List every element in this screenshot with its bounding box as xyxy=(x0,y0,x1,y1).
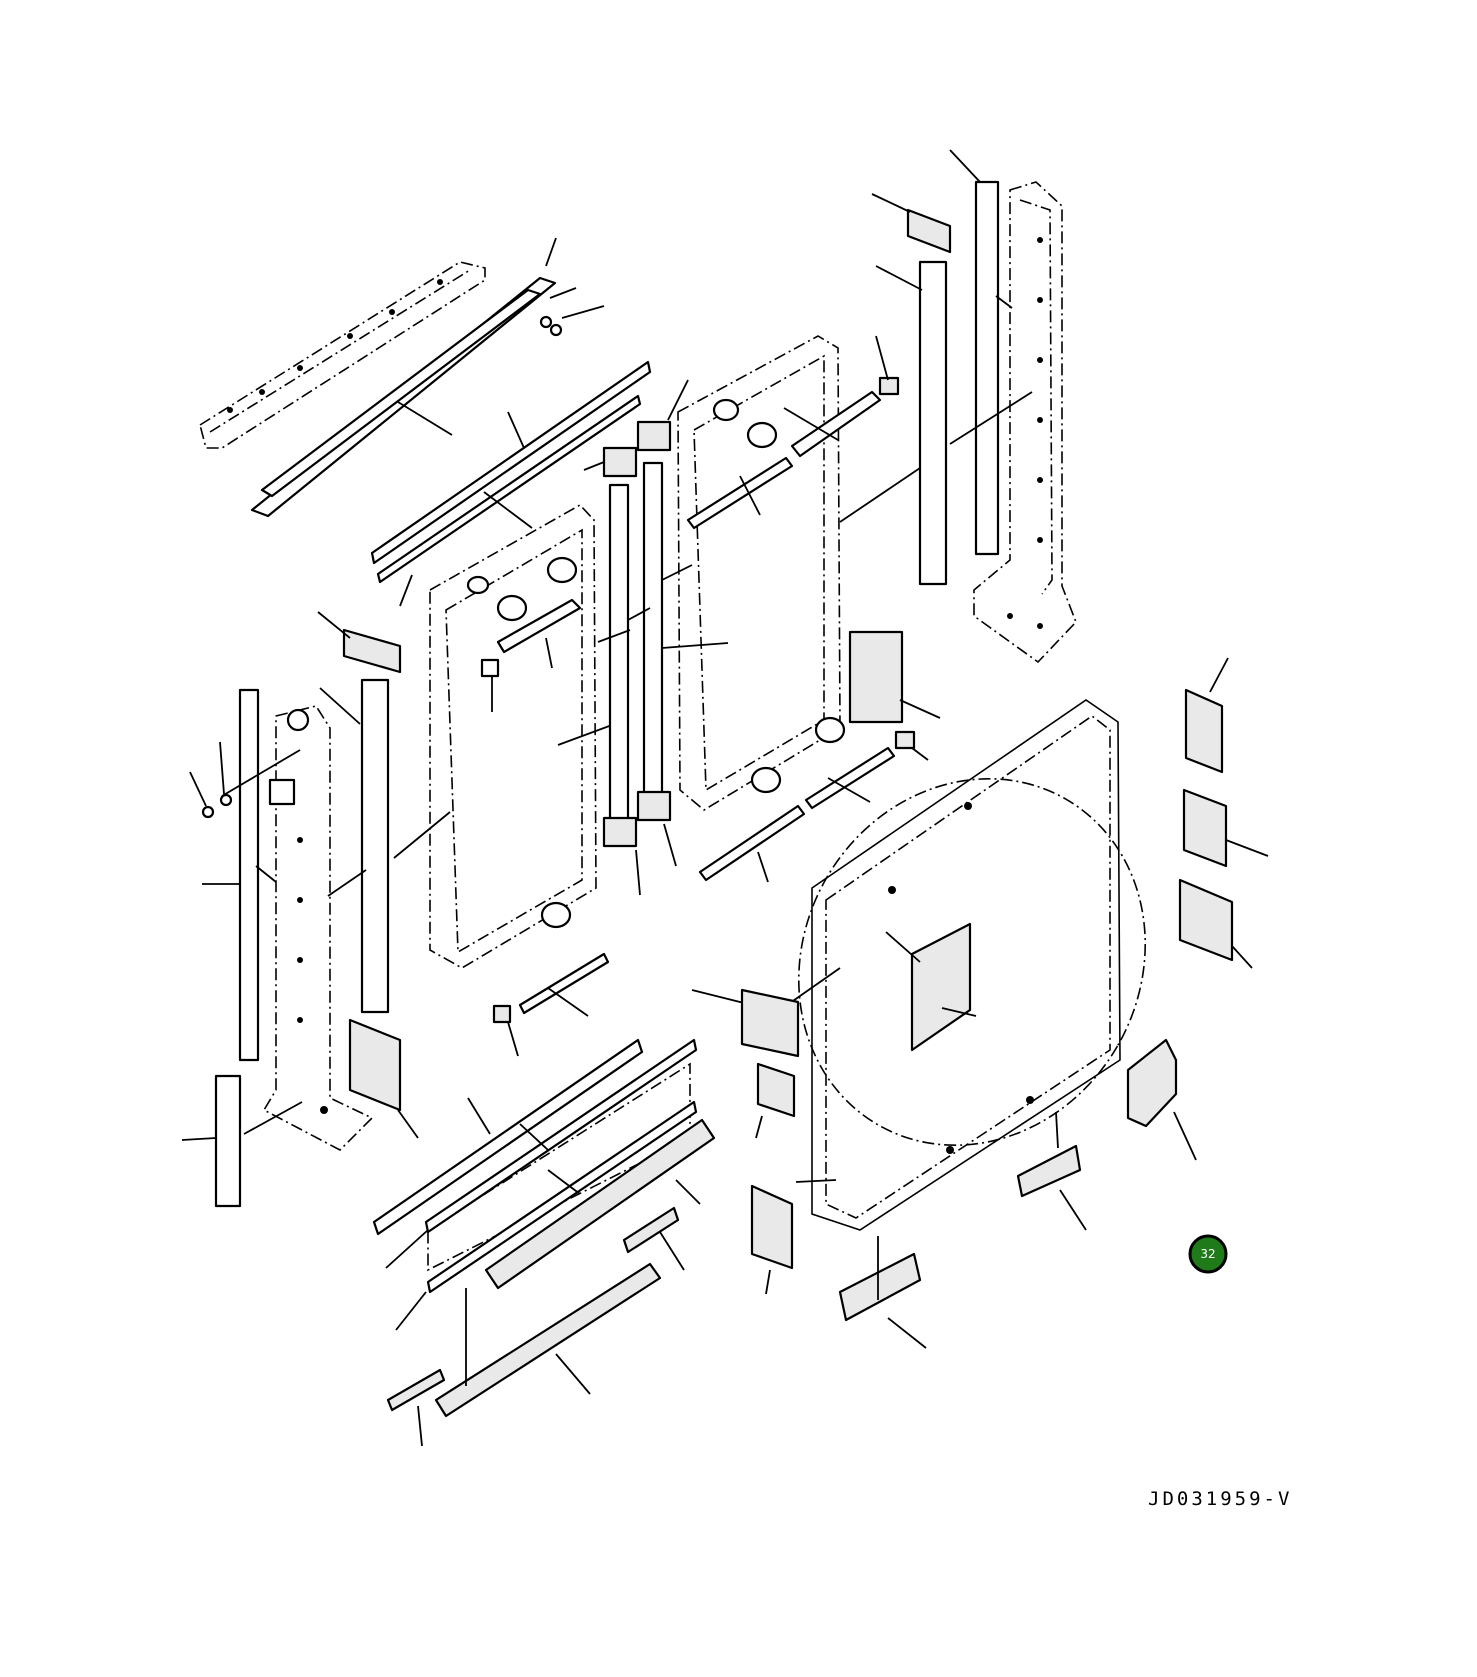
center-radiator-pipe-1 xyxy=(466,575,490,595)
washer-a xyxy=(539,315,553,329)
center-block-bottom-2 xyxy=(636,790,672,822)
bolt-b xyxy=(201,805,215,819)
bottom-strip-1 xyxy=(372,1038,644,1236)
bottom-seal-strips xyxy=(372,1038,716,1447)
right-block-mid xyxy=(848,630,904,724)
pad-l1 xyxy=(740,988,800,1058)
bottom-strip-2 xyxy=(424,1038,698,1234)
tr-bracket-frame xyxy=(973,181,1077,664)
left-post xyxy=(214,1074,242,1208)
upper-seal-strip-1 xyxy=(370,360,652,565)
center-bottom-pad xyxy=(492,1004,512,1024)
callout-32[interactable]: 32 xyxy=(1188,1234,1228,1274)
washer-b xyxy=(219,793,233,807)
bottom-strip-3 xyxy=(426,1100,698,1294)
center-bottom-parts xyxy=(492,952,610,1057)
right-radiator-frame xyxy=(677,335,841,811)
center-radiator-pipe-3 xyxy=(546,556,578,584)
pad-b2 xyxy=(838,1252,922,1322)
top-bracket-assembly xyxy=(199,237,605,518)
right-guide-2 xyxy=(686,456,794,530)
fan-shroud xyxy=(691,699,1147,1231)
bottom-block-small xyxy=(386,1368,446,1412)
fan-center-wedge xyxy=(910,922,972,1052)
right-radiator-pipe-2 xyxy=(746,421,778,449)
pad-l3 xyxy=(750,1184,794,1270)
center-bottom-strip xyxy=(518,952,610,1015)
right-radiator-pipe-4 xyxy=(750,766,782,794)
right-radiator-pipe-1 xyxy=(712,398,740,422)
center-radiator xyxy=(429,503,613,969)
bottom-block-3 xyxy=(434,1262,662,1418)
pad-r3 xyxy=(1178,878,1234,962)
tr-block xyxy=(906,208,952,254)
center-bar-1 xyxy=(608,483,630,821)
left-tab xyxy=(268,778,296,806)
center-pad-small xyxy=(480,658,500,678)
top-right-bracket xyxy=(973,181,1077,664)
left-bar-1 xyxy=(238,688,260,1062)
right-guide-1 xyxy=(790,390,882,458)
pad-r4 xyxy=(1126,1038,1178,1128)
left-assembly xyxy=(181,611,451,1208)
pad-l2 xyxy=(756,1062,796,1118)
center-radiator-pipe-2 xyxy=(496,594,528,622)
top-bracket-frame-inner xyxy=(209,269,471,433)
right-radiator-pipe-3 xyxy=(814,716,846,744)
callout-label: 32 xyxy=(1200,1247,1215,1261)
right-pad-small-2 xyxy=(894,730,916,750)
center-tall-bars xyxy=(583,379,729,896)
right-guide-4 xyxy=(698,804,806,882)
pad-r1 xyxy=(1184,688,1224,774)
center-radiator-frame xyxy=(429,503,597,969)
top-seal-strip-inner xyxy=(260,288,542,498)
fan-shroud-outline xyxy=(811,699,1121,1231)
left-block-top xyxy=(342,628,402,674)
figure-code: JD031959-V xyxy=(1148,1488,1293,1510)
center-block-top-2 xyxy=(636,420,672,452)
center-block-bottom-1 xyxy=(602,816,638,848)
right-guide-3 xyxy=(804,746,896,810)
pad-r2 xyxy=(1182,788,1228,868)
fan-shroud-inner xyxy=(825,715,1111,1219)
upper-seal-strip-2 xyxy=(376,394,642,584)
right-pad-small-1 xyxy=(878,376,900,396)
callout-circle[interactable] xyxy=(1188,1234,1228,1274)
tr-bar-1 xyxy=(918,260,948,586)
center-guide xyxy=(496,598,582,654)
tr-bar-2 xyxy=(974,180,1000,556)
bottom-block-1 xyxy=(484,1118,716,1290)
left-upright-frame xyxy=(262,705,374,1151)
center-radiator-pipe-4 xyxy=(540,901,572,929)
center-bar-2 xyxy=(642,461,664,799)
bottom-block-2 xyxy=(622,1206,680,1254)
center-radiator-frame-inner xyxy=(445,528,583,954)
left-block-bottom xyxy=(348,1018,402,1112)
center-block-top-1 xyxy=(602,446,638,478)
left-ring xyxy=(286,708,310,732)
upper-seal-strips xyxy=(370,360,652,607)
fan-ring xyxy=(797,777,1147,1147)
pad-b1 xyxy=(1016,1144,1082,1198)
right-radiator xyxy=(677,335,941,883)
bolt-a xyxy=(549,323,563,337)
shroud-pads xyxy=(740,657,1269,1349)
top-right-bars xyxy=(871,149,1033,586)
left-bar-2 xyxy=(360,678,390,1014)
